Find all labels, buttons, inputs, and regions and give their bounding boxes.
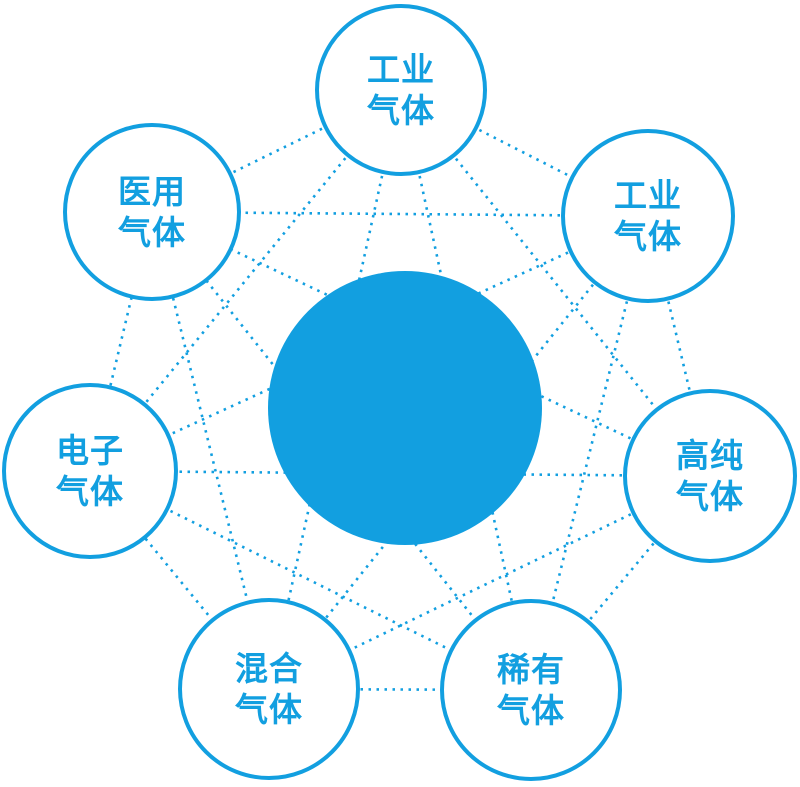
node-label: 稀有气体 [497,650,565,730]
node-label: 工业气体 [367,50,435,130]
node-label-line: 工业 [614,176,682,215]
node-label: 工业气体 [614,176,682,256]
edge-top-right-bottom-left [267,215,650,690]
edge-top-right-top-left [151,210,649,218]
node-label: 混合气体 [235,649,303,729]
node-label-line: 稀有 [497,650,565,689]
node-label: 医用气体 [118,172,186,252]
node-label-line: 气体 [56,472,124,511]
node-label-line: 医用 [118,172,186,211]
node-label-line: 气体 [367,91,435,130]
center-hub-circle [268,271,542,545]
node-circle [561,129,735,303]
node-circle [315,4,487,176]
node-label-line: 气体 [497,691,565,730]
node-circle [2,383,178,559]
node-label-line: 工业 [367,50,435,89]
node-label-line: 气体 [235,690,303,729]
node-top-left: 医用气体 [63,123,241,301]
node-circle [178,598,360,780]
node-label-line: 高纯 [676,436,744,475]
node-label-line: 气体 [118,213,186,252]
node-bottom-left: 混合气体 [178,598,360,780]
node-label-line: 气体 [676,477,744,516]
node-circle [623,389,797,563]
node-top: 工业气体 [315,4,487,176]
edge-right-top-left [151,210,711,478]
node-left: 电子气体 [2,383,178,559]
node-top-right: 工业气体 [561,129,735,303]
node-right: 高纯气体 [623,389,797,563]
node-bottom-right: 稀有气体 [440,599,622,781]
node-label-line: 气体 [614,217,682,256]
node-label-line: 电子 [56,431,124,470]
node-label-line: 混合 [235,649,303,688]
node-circle [63,123,241,301]
node-circle [440,599,622,781]
node-label: 高纯气体 [676,436,744,516]
node-label: 电子气体 [56,431,124,511]
